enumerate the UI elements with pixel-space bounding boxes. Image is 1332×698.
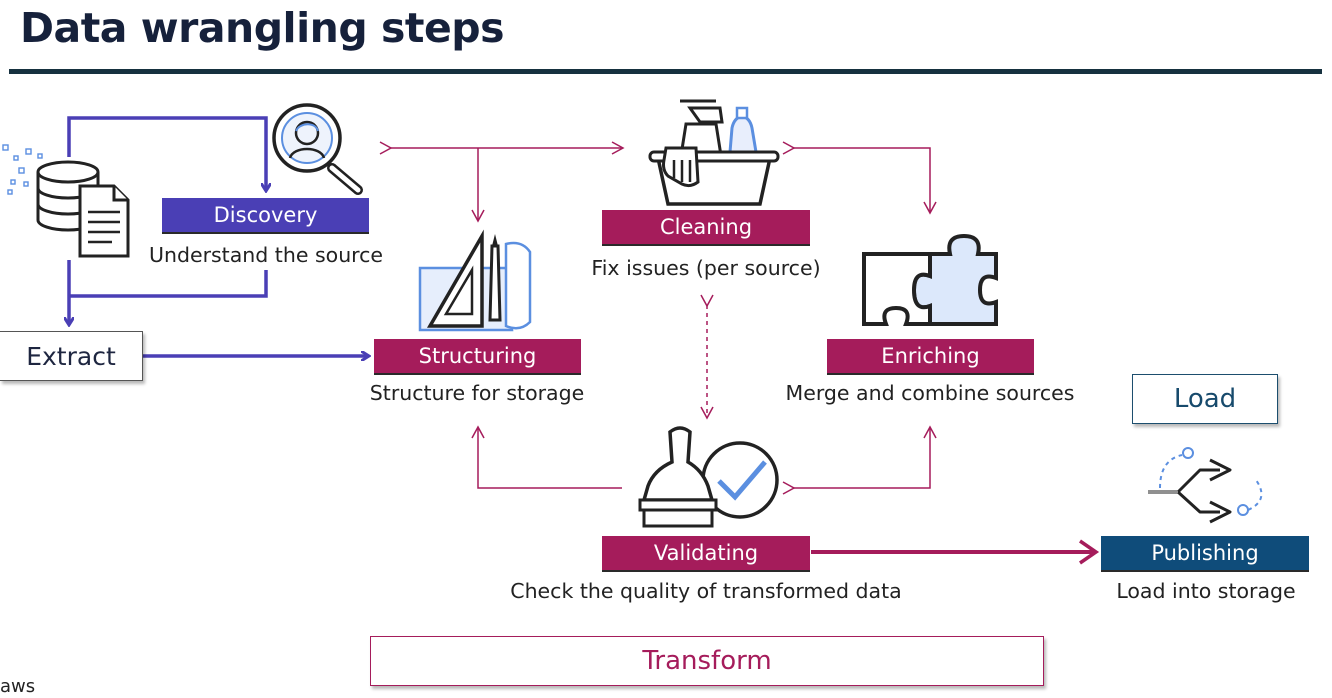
publishing-description: Load into storage [1116, 579, 1296, 603]
structuring-description: Structure for storage [369, 381, 585, 405]
title-underline [9, 69, 1322, 74]
stamp-check-icon [638, 426, 779, 528]
aws-logo-text: aws [0, 676, 36, 697]
validating-description: Check the quality of transformed data [510, 579, 902, 603]
magnifier-person-icon [272, 103, 363, 195]
puzzle-pieces-icon [862, 233, 998, 326]
blueprint-tools-icon [418, 229, 532, 332]
validating-label: Validating [602, 536, 810, 572]
extract-box: Extract [0, 331, 143, 381]
transform-connectors [379, 141, 937, 495]
discovery-label: Discovery [162, 198, 369, 234]
cleaning-label: Cleaning [602, 210, 810, 246]
enriching-label: Enriching [827, 339, 1034, 375]
discovery-loop-connector [69, 116, 368, 356]
page-title: Data wrangling steps [20, 4, 505, 52]
discovery-description: Understand the source [148, 243, 384, 267]
cleaning-description: Fix issues (per source) [591, 256, 821, 280]
enriching-description: Merge and combine sources [785, 381, 1075, 405]
load-box: Load [1132, 374, 1278, 424]
publish-arrows-icon [1148, 447, 1263, 524]
structuring-label: Structuring [374, 339, 581, 375]
cleaning-supplies-icon [648, 99, 780, 206]
publishing-label: Publishing [1101, 536, 1309, 572]
database-document-icon [2, 144, 130, 258]
transform-box: Transform [370, 636, 1044, 686]
